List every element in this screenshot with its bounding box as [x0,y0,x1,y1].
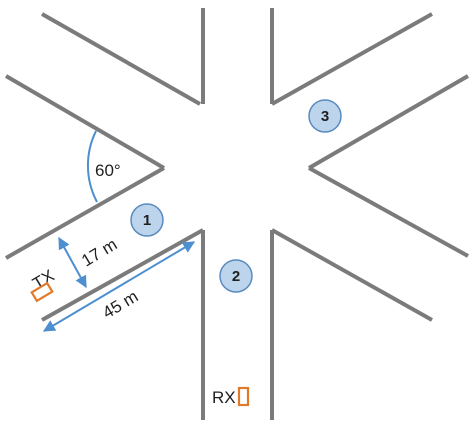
marker-3-label: 3 [321,108,329,125]
wall-right-upper-arm [307,74,470,170]
wall-left-upper-arm [4,74,166,170]
marker-1: 1 [130,203,164,237]
width-dimension-line [58,236,87,289]
wall-lower-right-edge [271,228,433,322]
angle-arc [86,130,98,203]
wall-top-right-upper [271,12,433,106]
wall-right-lower-arm [308,166,469,258]
wall-top-left-upper [41,12,201,106]
length-label: 45 m [99,287,141,323]
marker-2: 2 [219,259,253,293]
wall-left-lower-arm [5,166,165,260]
tx-device-icon [30,281,54,303]
rx-label: RX [212,388,236,407]
angle-label: 60° [95,161,121,180]
marker-3: 3 [308,99,342,133]
rx-device-icon [237,386,250,407]
marker-2-label: 2 [232,268,240,285]
marker-1-label: 1 [143,212,151,229]
width-label: 17 m [78,235,120,271]
length-dimension-line [42,241,196,332]
street-walls [4,8,470,420]
